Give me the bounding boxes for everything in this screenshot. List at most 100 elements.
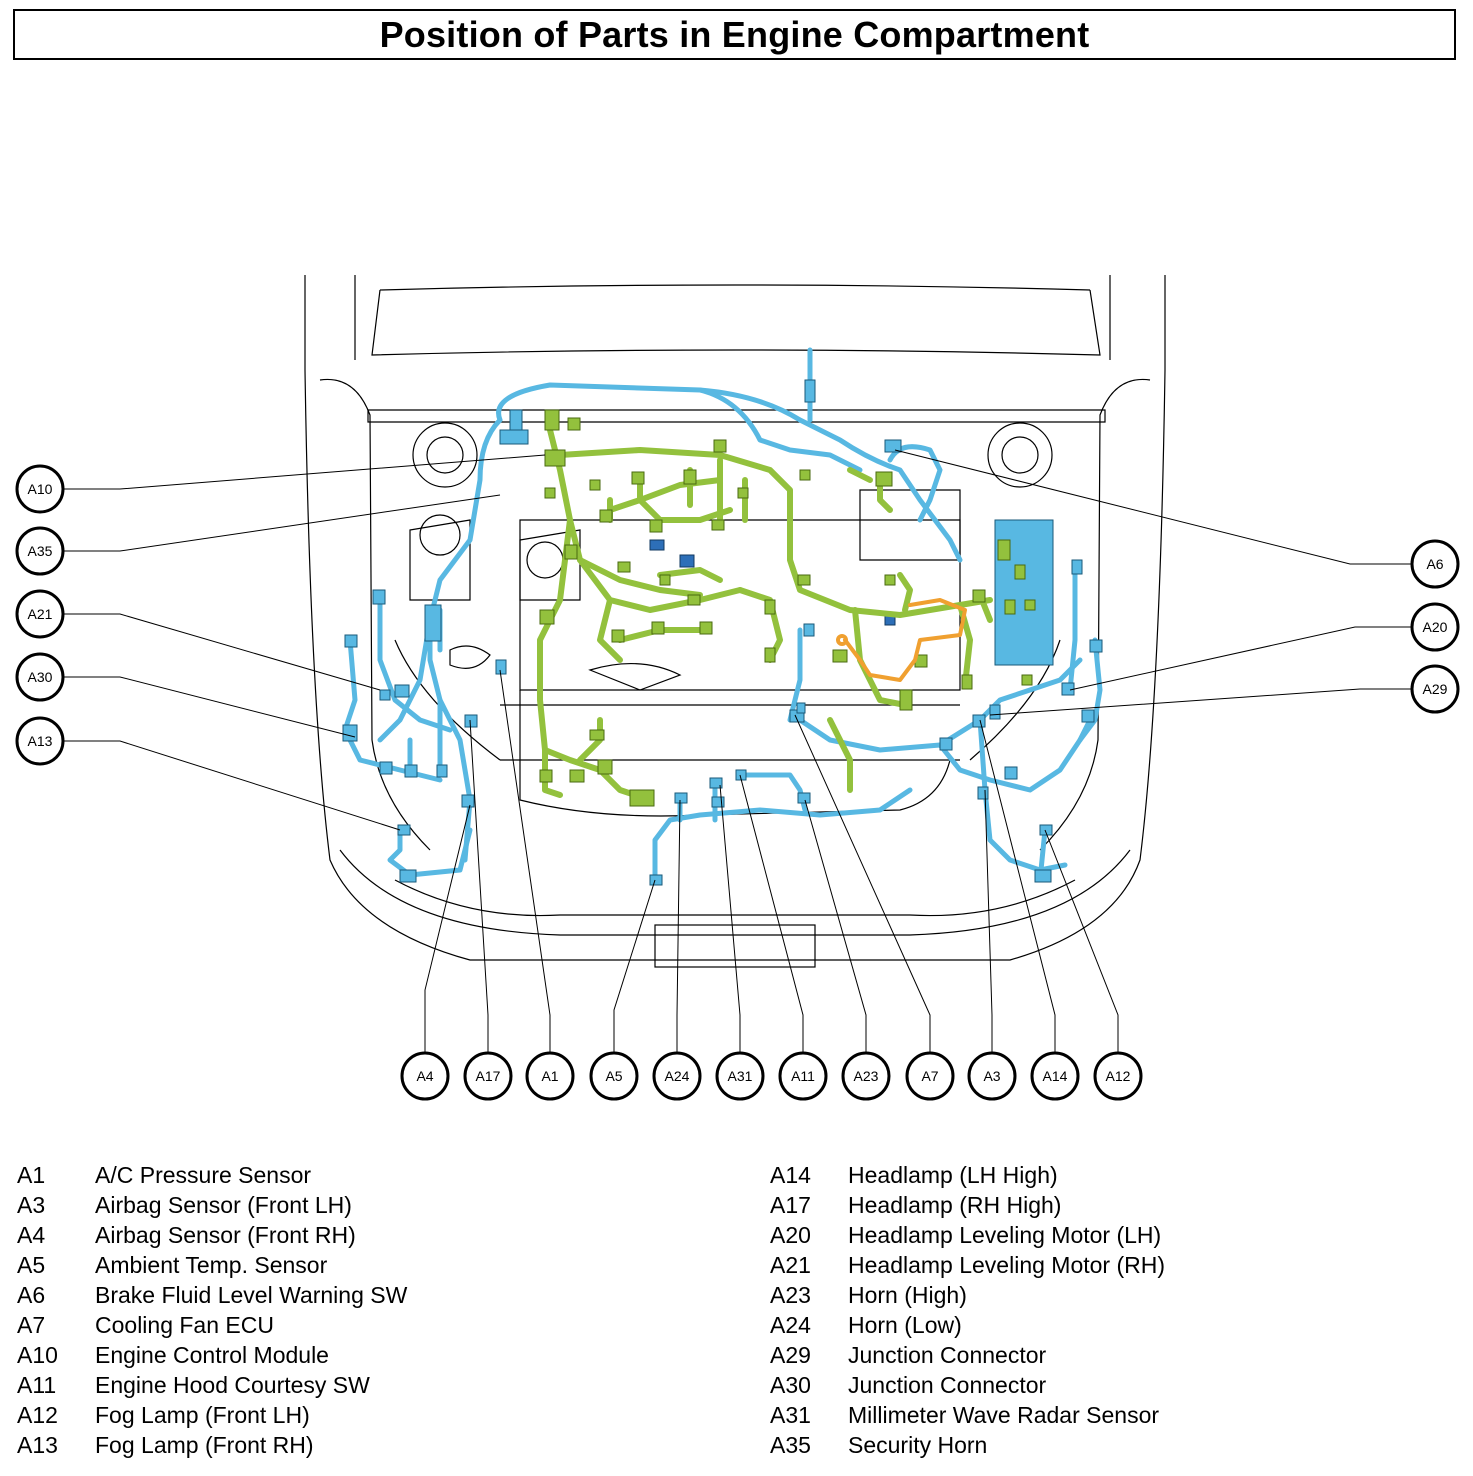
legend-code: A11 — [17, 1372, 57, 1398]
legend-item: A31 Millimeter Wave Radar Sensor — [770, 1400, 1165, 1430]
callout-a23-label: A23 — [854, 1068, 879, 1084]
legend-code: A10 — [17, 1342, 58, 1368]
legend-code: A13 — [17, 1432, 58, 1458]
callout-a10-label: A10 — [28, 481, 53, 497]
callout-a20-label: A20 — [1423, 619, 1448, 635]
legend-name: Airbag Sensor (Front RH) — [95, 1222, 356, 1248]
callout-a5-circle — [589, 1051, 639, 1101]
legend-item: A10 Engine Control Module — [17, 1340, 407, 1370]
callout-a12-circle — [1093, 1051, 1143, 1101]
legend-code: A4 — [17, 1222, 46, 1248]
callout-a10-circle — [15, 464, 65, 514]
callout-a4-circle — [400, 1051, 450, 1101]
callout-a7-label: A7 — [921, 1068, 938, 1084]
legend-name: Fog Lamp (Front LH) — [95, 1402, 310, 1428]
title-box: Position of Parts in Engine Compartment — [13, 9, 1456, 60]
callout-labels: A10 A35 A21 A30 A13 A6 A20 A29 A4 A17 A1… — [28, 481, 1448, 1084]
legend-code: A7 — [17, 1312, 46, 1338]
legend-code: A1 — [17, 1162, 46, 1188]
legend-name: Cooling Fan ECU — [95, 1312, 274, 1338]
callout-a5-label: A5 — [605, 1068, 622, 1084]
callout-a11-label: A11 — [791, 1068, 815, 1084]
legend-item: A17 Headlamp (RH High) — [770, 1190, 1165, 1220]
callout-a13-label: A13 — [28, 733, 53, 749]
legend-item: A7 Cooling Fan ECU — [17, 1310, 407, 1340]
callout-circles — [15, 464, 1460, 1101]
legend-item: A1 A/C Pressure Sensor — [17, 1160, 407, 1190]
callout-a13-circle — [15, 716, 65, 766]
legend-code: A3 — [17, 1192, 46, 1218]
legend-code: A14 — [770, 1162, 811, 1188]
legend-name: Headlamp Leveling Motor (LH) — [848, 1222, 1162, 1248]
legend-name: Horn (Low) — [848, 1312, 962, 1338]
callout-a29-label: A29 — [1423, 681, 1448, 697]
legend-code: A17 — [770, 1192, 811, 1218]
green-connectors — [539, 409, 1036, 807]
legend-code: A12 — [17, 1402, 58, 1428]
legend-item: A23 Horn (High) — [770, 1280, 1165, 1310]
legend-item: A3 Airbag Sensor (Front LH) — [17, 1190, 407, 1220]
legend-name: Junction Connector — [848, 1342, 1047, 1368]
callout-a1-label: A1 — [541, 1068, 558, 1084]
legend-item: A11 Engine Hood Courtesy SW — [17, 1370, 407, 1400]
legend-code: A6 — [17, 1282, 46, 1308]
callout-a31-label: A31 — [728, 1068, 753, 1084]
callout-a21-label: A21 — [28, 606, 53, 622]
legend-item: A12 Fog Lamp (Front LH) — [17, 1400, 407, 1430]
callout-a21-circle — [15, 589, 65, 639]
legend-item: A6 Brake Fluid Level Warning SW — [17, 1280, 407, 1310]
orange-harness — [836, 598, 967, 682]
callout-a24-label: A24 — [665, 1068, 690, 1084]
legend-name: Security Horn — [848, 1432, 988, 1458]
legend-code: A20 — [770, 1222, 811, 1248]
callout-a17-circle — [463, 1051, 513, 1101]
legend-item: A29 Junction Connector — [770, 1340, 1165, 1370]
callout-a1-circle — [525, 1051, 575, 1101]
leader-lines — [62, 449, 1413, 1054]
callout-a3-circle — [967, 1051, 1017, 1101]
legend-item: A20 Headlamp Leveling Motor (LH) — [770, 1220, 1165, 1250]
callout-a14-label: A14 — [1043, 1068, 1068, 1084]
legend-item: A30 Junction Connector — [770, 1370, 1165, 1400]
blue-harness — [342, 347, 1103, 883]
legend-name: Ambient Temp. Sensor — [95, 1252, 328, 1278]
legend-code: A31 — [770, 1402, 811, 1428]
legend-name: Engine Control Module — [95, 1342, 329, 1368]
callout-a12-label: A12 — [1106, 1068, 1131, 1084]
callout-a35-label: A35 — [28, 543, 53, 559]
legend-name: Brake Fluid Level Warning SW — [95, 1282, 408, 1308]
callout-a30-circle — [15, 652, 65, 702]
legend-item: A35 Security Horn — [770, 1430, 1165, 1460]
callout-a24-circle — [652, 1051, 702, 1101]
blue-connectors — [342, 379, 1103, 886]
legend-name: A/C Pressure Sensor — [95, 1162, 312, 1188]
vehicle-outline — [304, 275, 1166, 968]
legend-name: Junction Connector — [848, 1372, 1047, 1398]
legend-code: A35 — [770, 1432, 811, 1458]
callout-a17-label: A17 — [476, 1068, 501, 1084]
callout-a11-circle — [778, 1051, 828, 1101]
dark-blue-connectors — [649, 539, 896, 626]
legend-name: Horn (High) — [848, 1282, 967, 1308]
legend-code: A30 — [770, 1372, 811, 1398]
callout-a3-label: A3 — [983, 1068, 1000, 1084]
legend-name: Airbag Sensor (Front LH) — [95, 1192, 352, 1218]
legend-item: A4 Airbag Sensor (Front RH) — [17, 1220, 407, 1250]
callout-a14-circle — [1030, 1051, 1080, 1101]
legend-name: Engine Hood Courtesy SW — [95, 1372, 370, 1398]
legend-name: Millimeter Wave Radar Sensor — [848, 1402, 1160, 1428]
legend-code: A29 — [770, 1342, 811, 1368]
callout-a20-circle — [1410, 602, 1460, 652]
legend-name: Headlamp (RH High) — [848, 1192, 1062, 1218]
callout-a31-circle — [715, 1051, 765, 1101]
callout-a6-label: A6 — [1426, 556, 1443, 572]
legend-code: A23 — [770, 1282, 811, 1308]
